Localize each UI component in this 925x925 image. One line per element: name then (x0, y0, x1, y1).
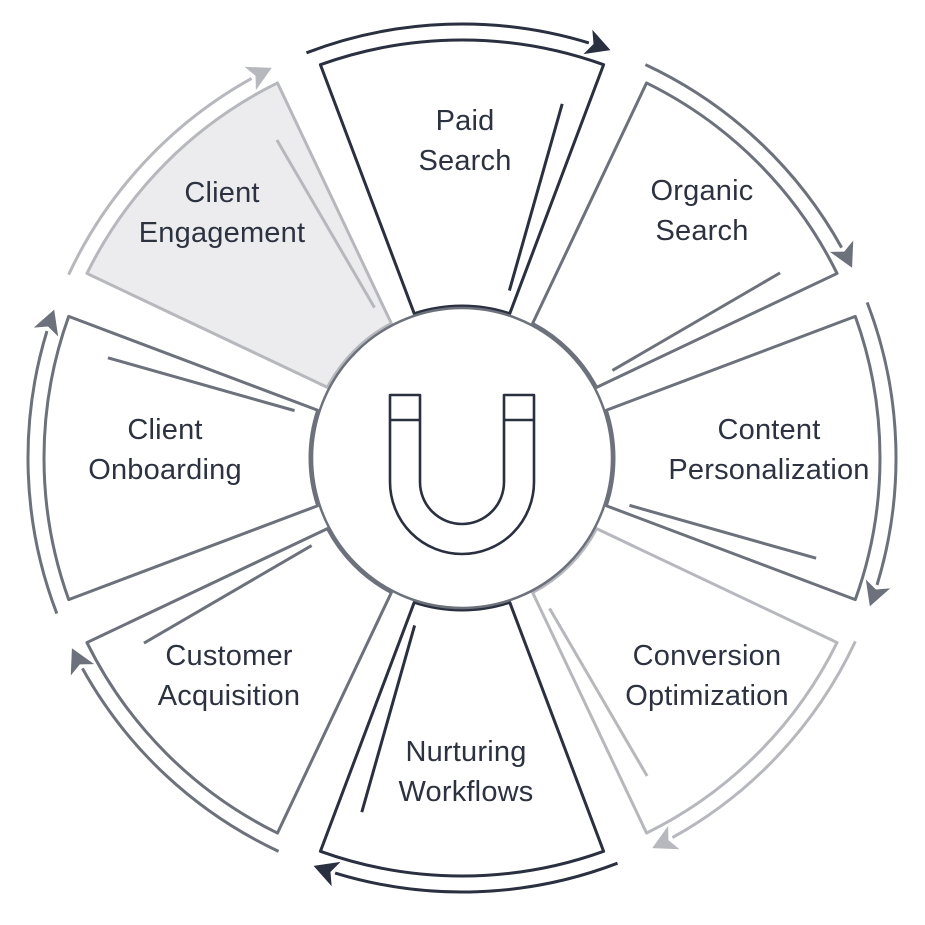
center-circle (310, 306, 614, 610)
segment-label-line: Paid (436, 105, 495, 137)
segment-client-engagement (85, 81, 393, 389)
segment-label-line: Personalization (668, 454, 869, 486)
segment-divider-client-engagement (275, 139, 376, 309)
magnet-body (388, 393, 536, 556)
cycle-arrows-layer (26, 22, 898, 894)
arrowhead-icon (70, 648, 95, 676)
magnet-icon (388, 393, 536, 556)
segment-content-personalization (604, 314, 882, 602)
segment-divider-organic-search (611, 271, 781, 372)
segment-label-line: Onboarding (88, 454, 242, 486)
cycle-arrow-arc-content-personalization (865, 301, 898, 586)
arrowhead-icon (33, 309, 59, 337)
arrowhead-icon (583, 29, 611, 55)
arrowhead-icon (652, 825, 680, 850)
segment-label-line: Organic (651, 175, 754, 207)
segment-label-line: Engagement (139, 217, 305, 249)
cycle-arrow-arc-conversion-optimization (671, 640, 857, 839)
segment-nurturing-workflows (318, 600, 606, 878)
segment-divider-client-onboarding (107, 356, 295, 413)
segment-divider-content-personalization (629, 503, 817, 560)
arrowhead-icon (313, 861, 341, 887)
segments-layer (42, 38, 882, 878)
segment-label-line: Workflows (398, 776, 533, 808)
segment-label-line: Nurturing (405, 736, 526, 768)
segment-customer-acquisition (85, 527, 393, 835)
cycle-arrow-arc-client-engagement (67, 77, 253, 276)
cycle-arrow-arc-nurturing-workflows (334, 861, 619, 894)
segment-label-line: Customer (165, 640, 292, 672)
cycle-arrow-arc-client-onboarding (26, 330, 59, 615)
center-hub (310, 306, 614, 610)
segment-label-line: Client (127, 414, 202, 446)
arrowhead-icon (865, 579, 891, 607)
segment-divider-nurturing-workflows (360, 625, 417, 813)
segment-conversion-optimization (531, 527, 839, 835)
segment-label-line: Content (718, 414, 821, 446)
cycle-arrow-arc-organic-search (644, 63, 843, 249)
segment-label-line: Acquisition (158, 680, 300, 712)
segment-divider-conversion-optimization (548, 607, 649, 777)
arrowhead-icon (829, 240, 854, 268)
segment-label-line: Search (418, 145, 511, 177)
segment-divider-customer-acquisition (143, 544, 313, 645)
segment-label-line: Conversion (633, 640, 782, 672)
segment-label-line: Client (184, 177, 259, 209)
segment-organic-search (531, 81, 839, 389)
cycle-arrow-arc-paid-search (305, 22, 590, 55)
segment-label-line: Optimization (625, 680, 789, 712)
segment-client-onboarding (42, 314, 320, 602)
cycle-arrow-arc-customer-acquisition (81, 667, 280, 853)
segment-paid-search (318, 38, 606, 316)
arrowhead-icon (244, 66, 272, 91)
segment-label-line: Search (655, 215, 748, 247)
segment-divider-paid-search (507, 103, 564, 291)
